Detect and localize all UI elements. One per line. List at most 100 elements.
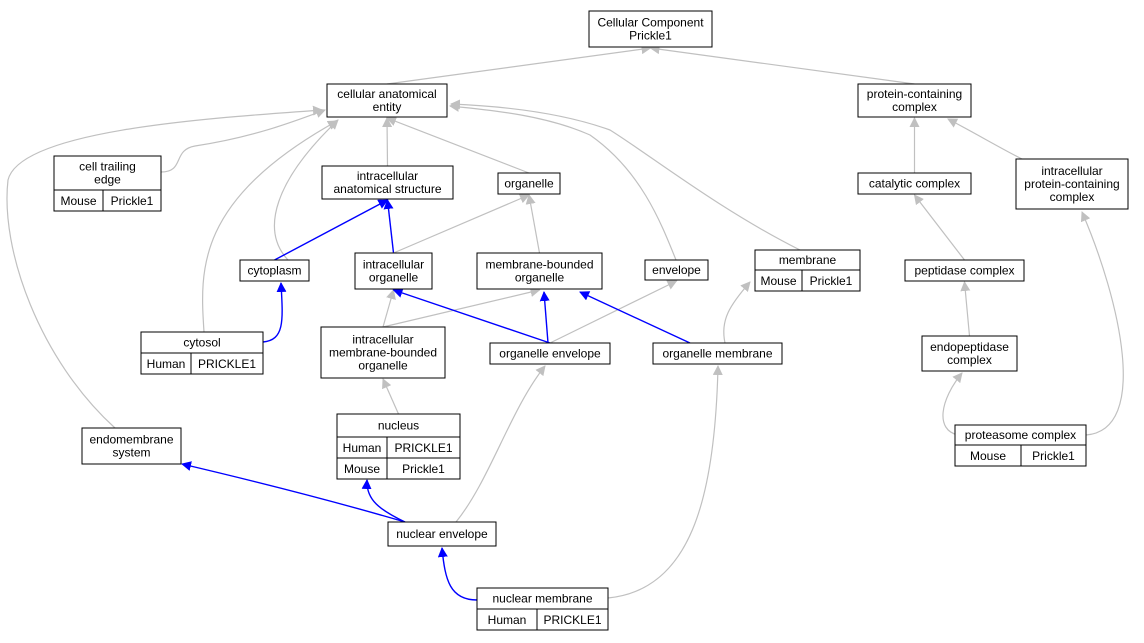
node-label: organelle membrane bbox=[662, 347, 772, 361]
node-label: nuclear membrane bbox=[492, 592, 592, 606]
node-box bbox=[497, 172, 561, 195]
node-label: cell trailing bbox=[79, 160, 136, 174]
edge-ipcc-to-pcc bbox=[947, 118, 1023, 160]
species-label: Mouse bbox=[60, 194, 96, 208]
node-oe[interactable]: organelle envelope bbox=[489, 342, 611, 365]
node-catc[interactable]: catalytic complex bbox=[857, 172, 972, 195]
node-box bbox=[904, 259, 1025, 282]
edge-endopc-to-pepc bbox=[960, 281, 971, 337]
node-box bbox=[387, 521, 497, 547]
node-label: organelle bbox=[504, 177, 554, 191]
node-box bbox=[588, 10, 713, 48]
node-label: peptidase complex bbox=[914, 264, 1014, 278]
node-label: nuclear envelope bbox=[396, 527, 488, 541]
node-box bbox=[489, 342, 611, 365]
node-label: Prickle1 bbox=[629, 29, 672, 43]
node-label: complex bbox=[1050, 190, 1095, 204]
edge-ne-to-oe bbox=[455, 365, 546, 523]
node-label: system bbox=[112, 446, 150, 460]
annotation-row-mouse: Mouse Prickle1 bbox=[954, 444, 1087, 467]
node-ne[interactable]: nuclear envelope bbox=[387, 521, 497, 547]
gene-label: Prickle1 bbox=[402, 462, 445, 476]
edges-layer bbox=[6, 44, 1124, 601]
node-label: complex bbox=[892, 100, 937, 114]
edge-nucleus-to-imbo bbox=[382, 378, 400, 415]
node-pepc[interactable]: peptidase complex bbox=[904, 259, 1025, 282]
species-label: Mouse bbox=[760, 274, 796, 288]
node-label: cytoplasm bbox=[247, 264, 301, 278]
node-label: complex bbox=[947, 353, 992, 367]
node-label: entity bbox=[373, 100, 402, 114]
node-label: protein-containing bbox=[867, 87, 962, 101]
gene-cell bbox=[1020, 444, 1087, 467]
edge-ne-to-es bbox=[181, 461, 406, 523]
node-box bbox=[326, 83, 448, 118]
species-label: Human bbox=[343, 441, 382, 455]
node-envelope[interactable]: envelope bbox=[644, 259, 709, 281]
node-label: endopeptidase bbox=[930, 340, 1009, 354]
edge-proteasome-to-endopc bbox=[942, 372, 963, 436]
node-label: anatomical structure bbox=[333, 182, 441, 196]
node-label: cellular anatomical bbox=[337, 87, 436, 101]
edge-om-to-mbo bbox=[579, 291, 691, 344]
edge-oe-to-io bbox=[392, 288, 551, 344]
edge-cytoplasm-to-ias bbox=[274, 199, 389, 261]
node-box bbox=[921, 335, 1018, 372]
edge-pcc-to-root bbox=[649, 44, 915, 85]
node-label: Cellular Component bbox=[597, 16, 704, 30]
node-label: proteasome complex bbox=[965, 428, 1076, 442]
node-label: nucleus bbox=[378, 419, 419, 433]
node-box bbox=[81, 427, 182, 465]
node-organelle[interactable]: organelle bbox=[497, 172, 561, 195]
species-label: Mouse bbox=[970, 449, 1006, 463]
annotation-row-mouse: Mouse Prickle1 bbox=[754, 269, 861, 292]
edge-io-to-ias bbox=[383, 199, 395, 254]
node-label: membrane-bounded bbox=[485, 258, 593, 272]
gene-cell bbox=[190, 352, 264, 375]
gene-cell bbox=[801, 269, 861, 292]
edge-ias-to-cae bbox=[382, 117, 393, 167]
edge-nm-to-om bbox=[607, 365, 723, 599]
node-box bbox=[321, 165, 454, 200]
node-label: membrane bbox=[779, 253, 837, 267]
node-box bbox=[239, 259, 310, 282]
node-label: organelle bbox=[358, 359, 408, 373]
node-om[interactable]: organelle membrane bbox=[652, 342, 783, 365]
node-label: envelope bbox=[652, 263, 701, 277]
node-label: edge bbox=[94, 173, 121, 187]
node-label: endomembrane bbox=[89, 433, 173, 447]
node-box bbox=[320, 326, 446, 379]
node-label: intracellular bbox=[352, 333, 413, 347]
node-cytoplasm[interactable]: cytoplasm bbox=[239, 259, 310, 282]
edge-io-to-organelle bbox=[393, 193, 530, 254]
node-label: catalytic complex bbox=[869, 177, 960, 191]
gene-cell bbox=[536, 608, 609, 631]
edge-ne-to-nucleus bbox=[361, 479, 406, 523]
edge-mbo-to-organelle bbox=[525, 194, 541, 254]
gene-label: Prickle1 bbox=[1032, 449, 1075, 463]
node-label: membrane-bounded bbox=[329, 346, 437, 360]
node-box bbox=[652, 342, 783, 365]
gene-label: Prickle1 bbox=[810, 274, 853, 288]
